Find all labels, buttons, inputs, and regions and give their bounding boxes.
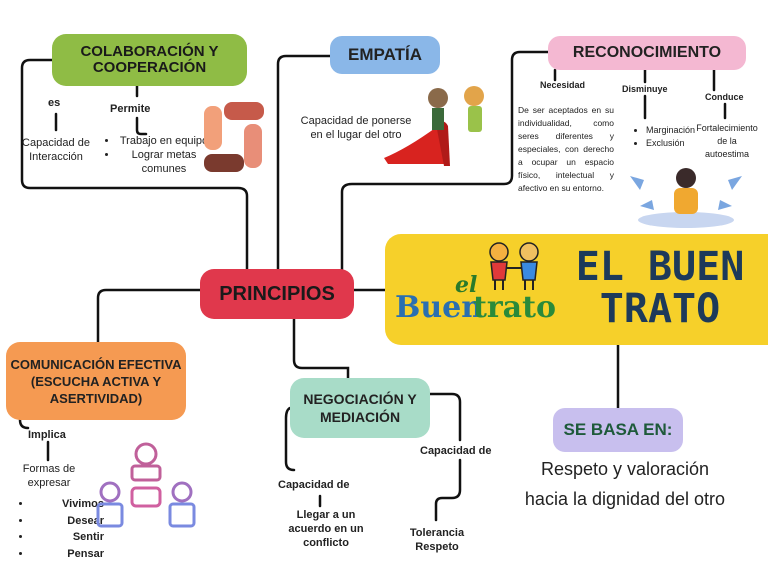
empathy-shoes-illustration [384,86,484,166]
node-principios-label: PRINCIPIOS [219,282,335,305]
nego-left-text: Llegar a un acuerdo en un conflicto [288,509,364,549]
node-negociacion: NEGOCIACIÓN Y MEDIACIÓN [290,378,430,438]
node-reconocimiento: RECONOCIMIENTO [548,36,746,70]
colab-permite-item: Trabajo en equipo [118,134,210,148]
logo-word-trato: trato [473,290,556,325]
recon-conduce-text: Fortalecimiento de la autoestima [696,123,758,159]
banner-title: EL BUEN TRATO [557,246,763,330]
recon-necesidad-label: Necesidad [540,80,586,90]
node-se-basa: SE BASA EN: [553,408,683,452]
nego-left-label: Capacidad de [278,479,350,491]
node-negociacion-label: NEGOCIACIÓN Y MEDIACIÓN [303,391,417,425]
empatia-text: Capacidad de ponerse en el lugar del otr… [300,115,412,141]
node-colaboracion-label: COLABORACIÓN Y COOPERACIÓN [80,43,219,76]
node-colaboracion: COLABORACIÓN Y COOPERACIÓN [52,34,247,86]
comun-item: Desear [32,513,104,530]
nego-right-label: Capacidad de [420,445,492,457]
comun-item: Pensar [32,546,104,563]
se-basa-text: Respeto y valoración hacia la dignidad d… [524,459,726,509]
banner-buen-trato: el Buen trato EL BUEN TRATO [385,234,768,345]
recon-necesidad-text: De ser aceptados en su individualidad, c… [518,105,614,193]
node-empatia-label: EMPATÍA [348,45,422,64]
recon-disminuye-item: Marginación [646,124,695,137]
logo-word-buen: Buen [395,290,484,325]
node-reconocimiento-label: RECONOCIMIENTO [572,44,722,61]
recon-disminuye-item: Exclusión [646,137,695,150]
node-comunicacion-label: COMUNICACIÓN EFECTIVA (ESCUCHA ACTIVA Y … [10,356,182,406]
comun-list: Vivimos Desear Sentir Pensar [18,496,104,562]
children-holding-hands-icon [489,242,539,290]
colab-permite-list: Trabajo en equipo Lograr metas comunes [104,134,210,176]
logo-small-word: el [455,272,478,298]
hands-teamwork-illustration [204,102,264,172]
node-se-basa-label: SE BASA EN: [563,420,673,439]
comun-item: Vivimos [32,496,104,513]
recon-disminuye-label: Disminuye [622,84,668,94]
recon-conduce-label: Conduce [705,92,744,102]
recon-disminuye-list: Marginación Exclusión [632,124,695,150]
colab-es-text: Capacidad de Interacción [22,137,90,163]
comun-implica-label: Implica [28,429,66,441]
comun-item: Sentir [32,529,104,546]
nego-right-text: Tolerancia Respeto [409,527,465,553]
banner-title-line1: EL BUEN [575,244,745,290]
node-comunicacion: COMUNICACIÓN EFECTIVA (ESCUCHA ACTIVA Y … [6,342,186,420]
colab-es-label: es [48,97,61,109]
node-principios: PRINCIPIOS [200,269,354,319]
node-empatia: EMPATÍA [330,36,440,74]
colab-permite-item: Lograr metas comunes [118,148,210,176]
banner-title-line2: TRATO [599,286,721,332]
comun-formas-text: Formas de expresar [22,463,76,489]
applause-illustration [630,168,742,228]
communication-people-icon [96,442,196,528]
colab-permite-label: Permite [110,103,151,115]
